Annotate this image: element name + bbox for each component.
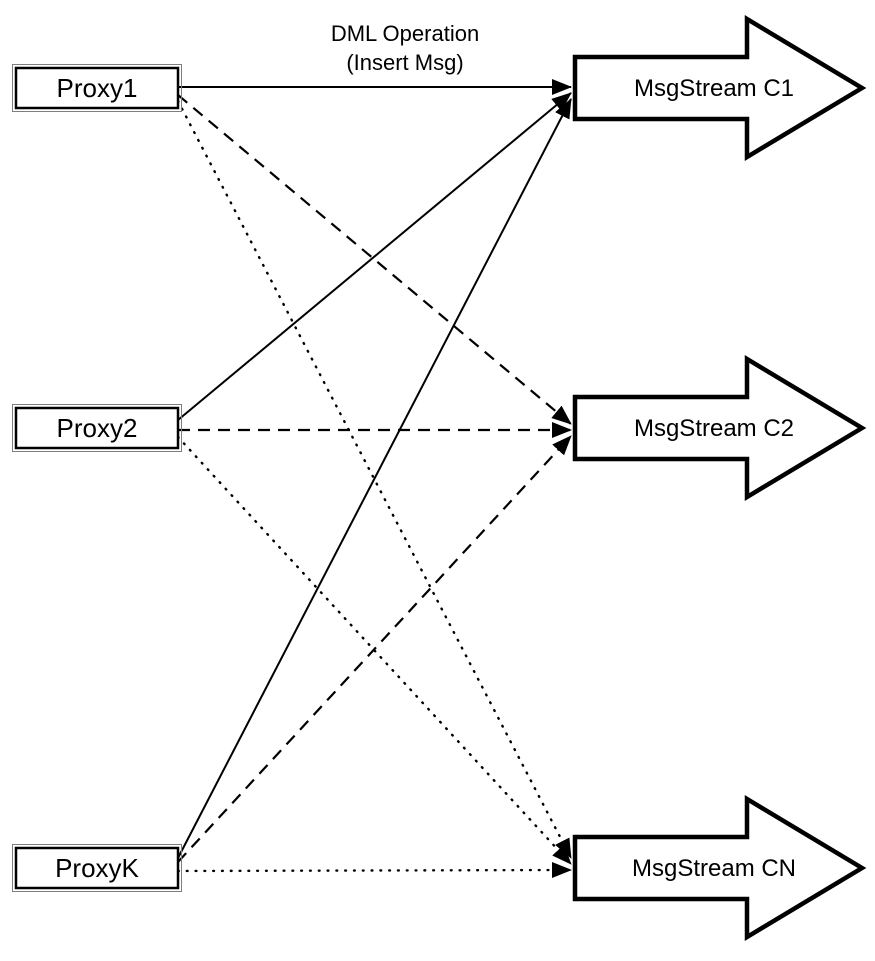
msgstream-node-c1: MsgStream C1 <box>572 15 867 161</box>
msgstream-label: MsgStream C2 <box>634 415 794 442</box>
msgstream-label: MsgStream CN <box>632 855 796 882</box>
proxy-node-k: ProxyK <box>12 844 182 892</box>
msgstream-node-cn: MsgStream CN <box>572 795 867 941</box>
title-line2: (Insert Msg) <box>346 50 463 75</box>
edge-proxy2-cn-dotted <box>176 435 573 866</box>
proxy-label: ProxyK <box>55 853 139 883</box>
edge-proxyk-cn-dotted <box>176 862 573 879</box>
msgstream-label: MsgStream C1 <box>634 75 794 102</box>
proxy-box <box>14 846 180 890</box>
proxy-label: Proxy1 <box>57 73 138 103</box>
edge-proxyk-c1-solid <box>177 98 572 859</box>
proxy-box-outer <box>12 844 182 892</box>
edge-proxy1-c2-dashed <box>177 94 572 425</box>
proxy-node-2: Proxy2 <box>12 404 182 452</box>
msgstream-node-c2: MsgStream C2 <box>572 355 867 501</box>
msgstream-arrow-shape <box>572 355 867 501</box>
edge-proxyk-c2-dashed <box>177 435 572 863</box>
proxy-box-outer <box>12 64 182 112</box>
proxy-node-1: Proxy1 <box>12 64 182 112</box>
title-line1: DML Operation <box>331 21 479 46</box>
edge-proxy2-c1-solid <box>177 92 572 421</box>
msgstream-arrow-shape <box>572 795 867 941</box>
msgstream-arrow-shape <box>572 15 867 161</box>
proxy-box <box>14 406 180 450</box>
edge-proxy1-cn-dotted <box>176 99 573 860</box>
proxy-label: Proxy2 <box>57 413 138 443</box>
proxy-box-outer <box>12 404 182 452</box>
title-label: DML Operation (Insert Msg) <box>331 21 479 75</box>
proxy-box <box>14 66 180 110</box>
